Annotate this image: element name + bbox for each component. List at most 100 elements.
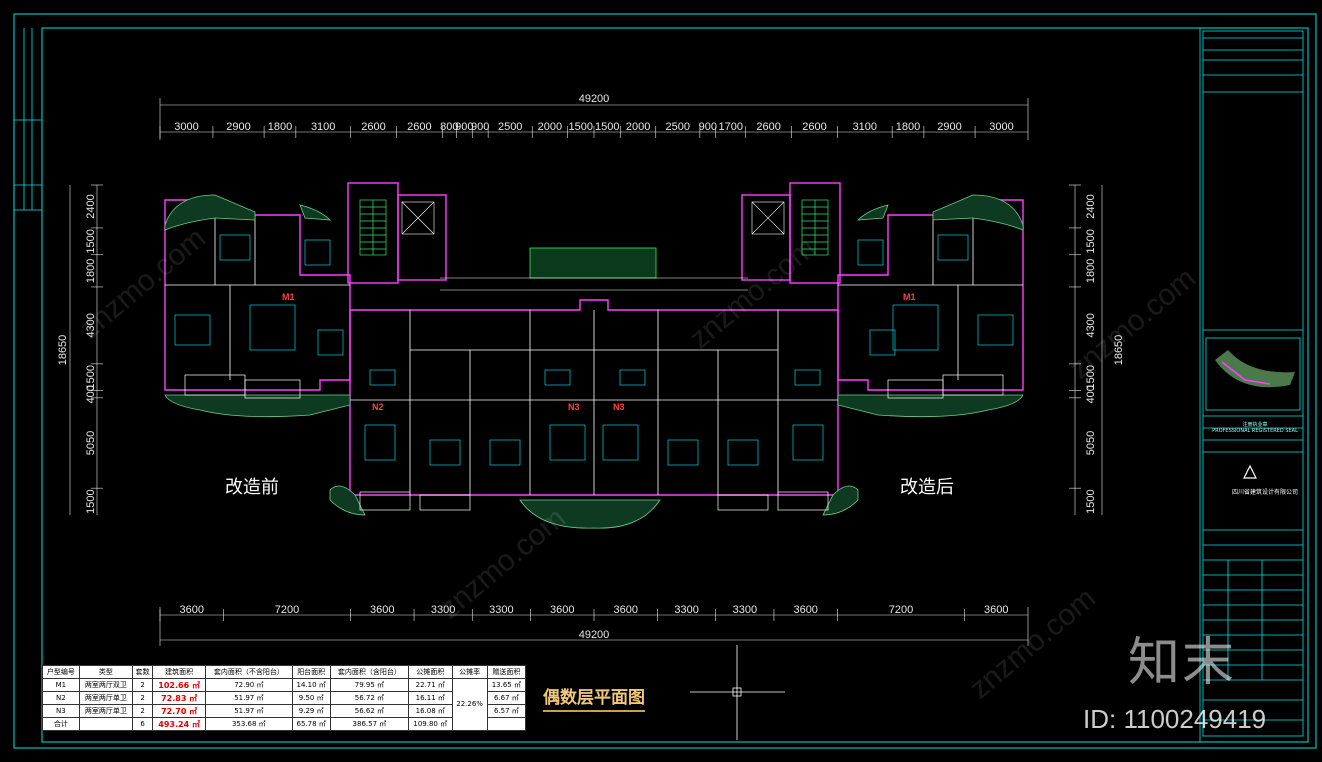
unit-label-n3-right: N3 bbox=[613, 402, 625, 412]
left-margin-strip bbox=[14, 28, 42, 211]
dimension-value: 1500 bbox=[85, 365, 97, 389]
dimension-value: 3600 bbox=[793, 604, 817, 616]
stairs-left bbox=[359, 199, 387, 256]
table-header-row: 户型编号 类型 套数 建筑面积 套内面积（不含阳台） 阳台面积 套内面积（含阳台… bbox=[42, 665, 527, 679]
roof-garden bbox=[529, 247, 657, 279]
header-cell: 阳台面积 bbox=[291, 665, 331, 679]
cert-heading-text: 注册执业章 bbox=[1242, 422, 1268, 428]
table-cell: 6.57 ㎡ bbox=[486, 704, 527, 718]
drawing-title: 偶数层平面图 bbox=[543, 683, 645, 712]
table-cell: 16.11 ㎡ bbox=[408, 691, 453, 705]
table-cell: 2 bbox=[132, 704, 154, 718]
table-cell: 9.50 ㎡ bbox=[291, 691, 331, 705]
dimension-value: 1800 bbox=[1085, 259, 1097, 283]
dimension-value: 1700 bbox=[718, 121, 742, 133]
header-cell: 套内面积（含阳台） bbox=[329, 665, 410, 679]
dimension-value: 2900 bbox=[226, 121, 250, 133]
dimension-value: 1800 bbox=[268, 121, 292, 133]
dimension-value: 3000 bbox=[989, 121, 1013, 133]
table-cell: 9.29 ㎡ bbox=[291, 704, 331, 718]
dimension-value: 3600 bbox=[550, 604, 574, 616]
table-cell: 51.97 ㎡ bbox=[205, 691, 293, 705]
dimension-value: 400 bbox=[85, 385, 97, 403]
dimension-value: 3600 bbox=[984, 604, 1008, 616]
table-row: N3 两室两厅单卫 2 72.70 ㎡ 51.97 ㎡ 9.29 ㎡ 56.62… bbox=[42, 704, 527, 718]
unit-label-m1-left: M1 bbox=[282, 292, 295, 302]
dimension-value: 3100 bbox=[311, 121, 335, 133]
diagonal-watermark: znzmo.com znzmo.com znzmo.com znzmo.com … bbox=[73, 221, 1202, 705]
table-cell: 6 bbox=[132, 717, 154, 731]
table-cell: 72.83 ㎡ bbox=[152, 691, 207, 705]
table-cell: 493.24 ㎡ bbox=[152, 717, 207, 731]
side-dimension-lines bbox=[69, 185, 1103, 515]
label-after: 改造后 bbox=[900, 477, 954, 498]
table-row: M1 两室两厅双卫 2 102.66 ㎡ 72.90 ㎡ 14.10 ㎡ 79.… bbox=[42, 678, 527, 731]
watermark-id: ID: 1100249419 bbox=[1083, 704, 1267, 734]
table-cell: 72.70 ㎡ bbox=[152, 704, 207, 718]
dimension-value: 4300 bbox=[85, 313, 97, 337]
unit-label-n2-left: N2 bbox=[372, 402, 384, 412]
table-cell bbox=[78, 717, 134, 731]
dimension-value: 3100 bbox=[853, 121, 877, 133]
table-cell: 22.71 ㎡ bbox=[408, 678, 453, 692]
cert-sub-text: PROFESSIONAL REGISTERED SEAL bbox=[1212, 428, 1298, 434]
table-cell: N3 bbox=[42, 704, 80, 718]
table-cell: 两室两厅单卫 bbox=[78, 704, 134, 718]
dimension-value: 1500 bbox=[85, 229, 97, 253]
key-plan bbox=[1215, 350, 1295, 388]
elevator-shafts bbox=[401, 201, 785, 235]
table-cell: 14.10 ㎡ bbox=[291, 678, 331, 692]
table-cell: 51.97 ㎡ bbox=[205, 704, 293, 718]
table-cell: 72.90 ㎡ bbox=[205, 678, 293, 692]
dimension-value: 1500 bbox=[595, 121, 619, 133]
dimension-value: 1500 bbox=[85, 489, 97, 513]
dimension-value: 2400 bbox=[1085, 194, 1097, 218]
table-cell: 79.95 ㎡ bbox=[329, 678, 410, 692]
overall-dimension-bottom: 49200 bbox=[579, 629, 610, 641]
dimension-value: 3600 bbox=[370, 604, 394, 616]
unit-label-n3-left: N3 bbox=[568, 402, 580, 412]
table-cell: 56.72 ㎡ bbox=[329, 691, 410, 705]
table-cell: 102.66 ㎡ bbox=[152, 678, 207, 692]
header-cell: 户型编号 bbox=[42, 665, 80, 679]
share-rate-cell: 22.26% bbox=[451, 678, 488, 731]
dimension-value: 3300 bbox=[489, 604, 513, 616]
header-cell: 类型 bbox=[78, 665, 134, 679]
dimension-value: 2900 bbox=[937, 121, 961, 133]
dimension-value: 7200 bbox=[275, 604, 299, 616]
table-cell: 13.65 ㎡ bbox=[486, 678, 527, 692]
overall-dimension-top: 49200 bbox=[579, 93, 610, 105]
table-total-row: 合计 6 493.24 ㎡ 353.68 ㎡ 65.78 ㎡ 386.57 ㎡ … bbox=[42, 717, 527, 731]
dimension-value: 3300 bbox=[674, 604, 698, 616]
dimension-value: 1500 bbox=[569, 121, 593, 133]
stairs-right bbox=[801, 199, 829, 256]
landscaping bbox=[164, 194, 1024, 529]
label-before: 改造前 bbox=[225, 477, 279, 498]
side-total-right: 18650 bbox=[1113, 335, 1125, 366]
dimension-value: 2000 bbox=[538, 121, 562, 133]
dimension-value: 2500 bbox=[666, 121, 690, 133]
dimension-value: 2600 bbox=[756, 121, 780, 133]
dimension-value: 400 bbox=[1085, 385, 1097, 403]
balconies bbox=[184, 374, 1004, 511]
table-cell: 65.78 ㎡ bbox=[291, 717, 331, 731]
dimension-value: 900 bbox=[699, 121, 717, 133]
dimension-value: 1800 bbox=[85, 259, 97, 283]
table-cell: 353.68 ㎡ bbox=[205, 717, 293, 731]
interior-walls bbox=[165, 215, 1023, 495]
dimension-value: 2600 bbox=[361, 121, 385, 133]
dimension-value: 900 bbox=[471, 121, 489, 133]
firm-logo-icon bbox=[1243, 464, 1257, 479]
dimension-value: 2600 bbox=[407, 121, 431, 133]
firm-name: 四川省建筑设计有限公司 bbox=[1231, 489, 1298, 496]
inner-frame bbox=[41, 27, 1309, 743]
dimension-value: 2000 bbox=[626, 121, 650, 133]
table-cell: 2 bbox=[132, 678, 154, 692]
dimension-value: 3000 bbox=[174, 121, 198, 133]
dimension-value: 1500 bbox=[1085, 489, 1097, 513]
dimension-value: 800 bbox=[440, 121, 458, 133]
table-cell: 合计 bbox=[42, 717, 80, 731]
table-cell: 两室两厅单卫 bbox=[78, 691, 134, 705]
